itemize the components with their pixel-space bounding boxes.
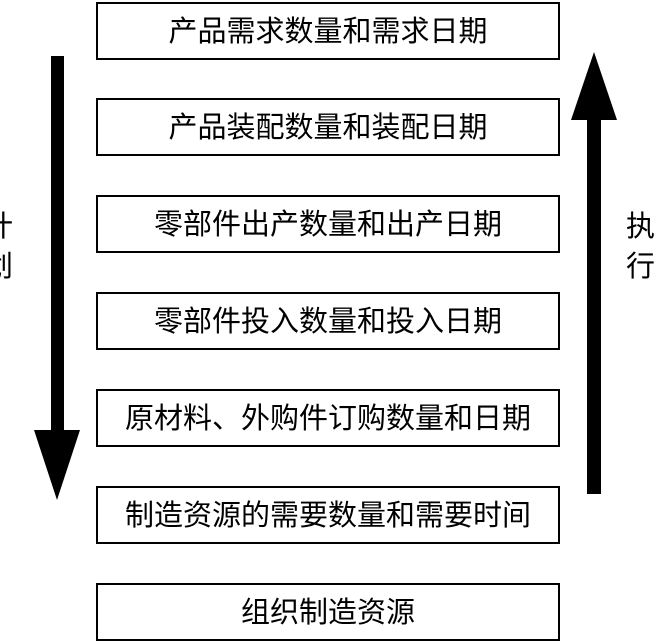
step-box-parts-input: 零部件投入数量和投入日期 — [96, 292, 560, 350]
step-box-organize-resources: 组织制造资源 — [96, 583, 560, 641]
step-box-materials-purchase: 原材料、外购件订购数量和日期 — [96, 389, 560, 447]
plan-label-char: 计 — [0, 206, 13, 246]
execute-label-char: 行 — [626, 249, 655, 283]
step-label: 零部件投入数量和投入日期 — [153, 303, 502, 338]
execute-label-char: 执 — [626, 209, 655, 243]
plan-label: 计 划 — [0, 206, 13, 286]
step-box-product-demand: 产品需求数量和需求日期 — [96, 2, 560, 60]
execute-up-arrow — [571, 52, 617, 494]
step-box-product-assembly: 产品装配数量和装配日期 — [96, 98, 560, 156]
execute-label: 执 行 — [626, 206, 655, 286]
step-label: 组织制造资源 — [240, 594, 415, 629]
step-box-parts-output: 零部件出产数量和出产日期 — [96, 195, 560, 253]
step-box-resource-requirements: 制造资源的需要数量和需要时间 — [96, 486, 560, 544]
step-label: 制造资源的需要数量和需要时间 — [124, 497, 531, 532]
step-label: 原材料、外购件订购数量和日期 — [124, 400, 531, 435]
plan-down-arrow — [34, 56, 80, 500]
plan-label-char: 划 — [0, 246, 13, 286]
step-label: 产品需求数量和需求日期 — [168, 13, 488, 48]
step-label: 零部件出产数量和出产日期 — [153, 206, 502, 241]
step-label: 产品装配数量和装配日期 — [168, 109, 488, 144]
